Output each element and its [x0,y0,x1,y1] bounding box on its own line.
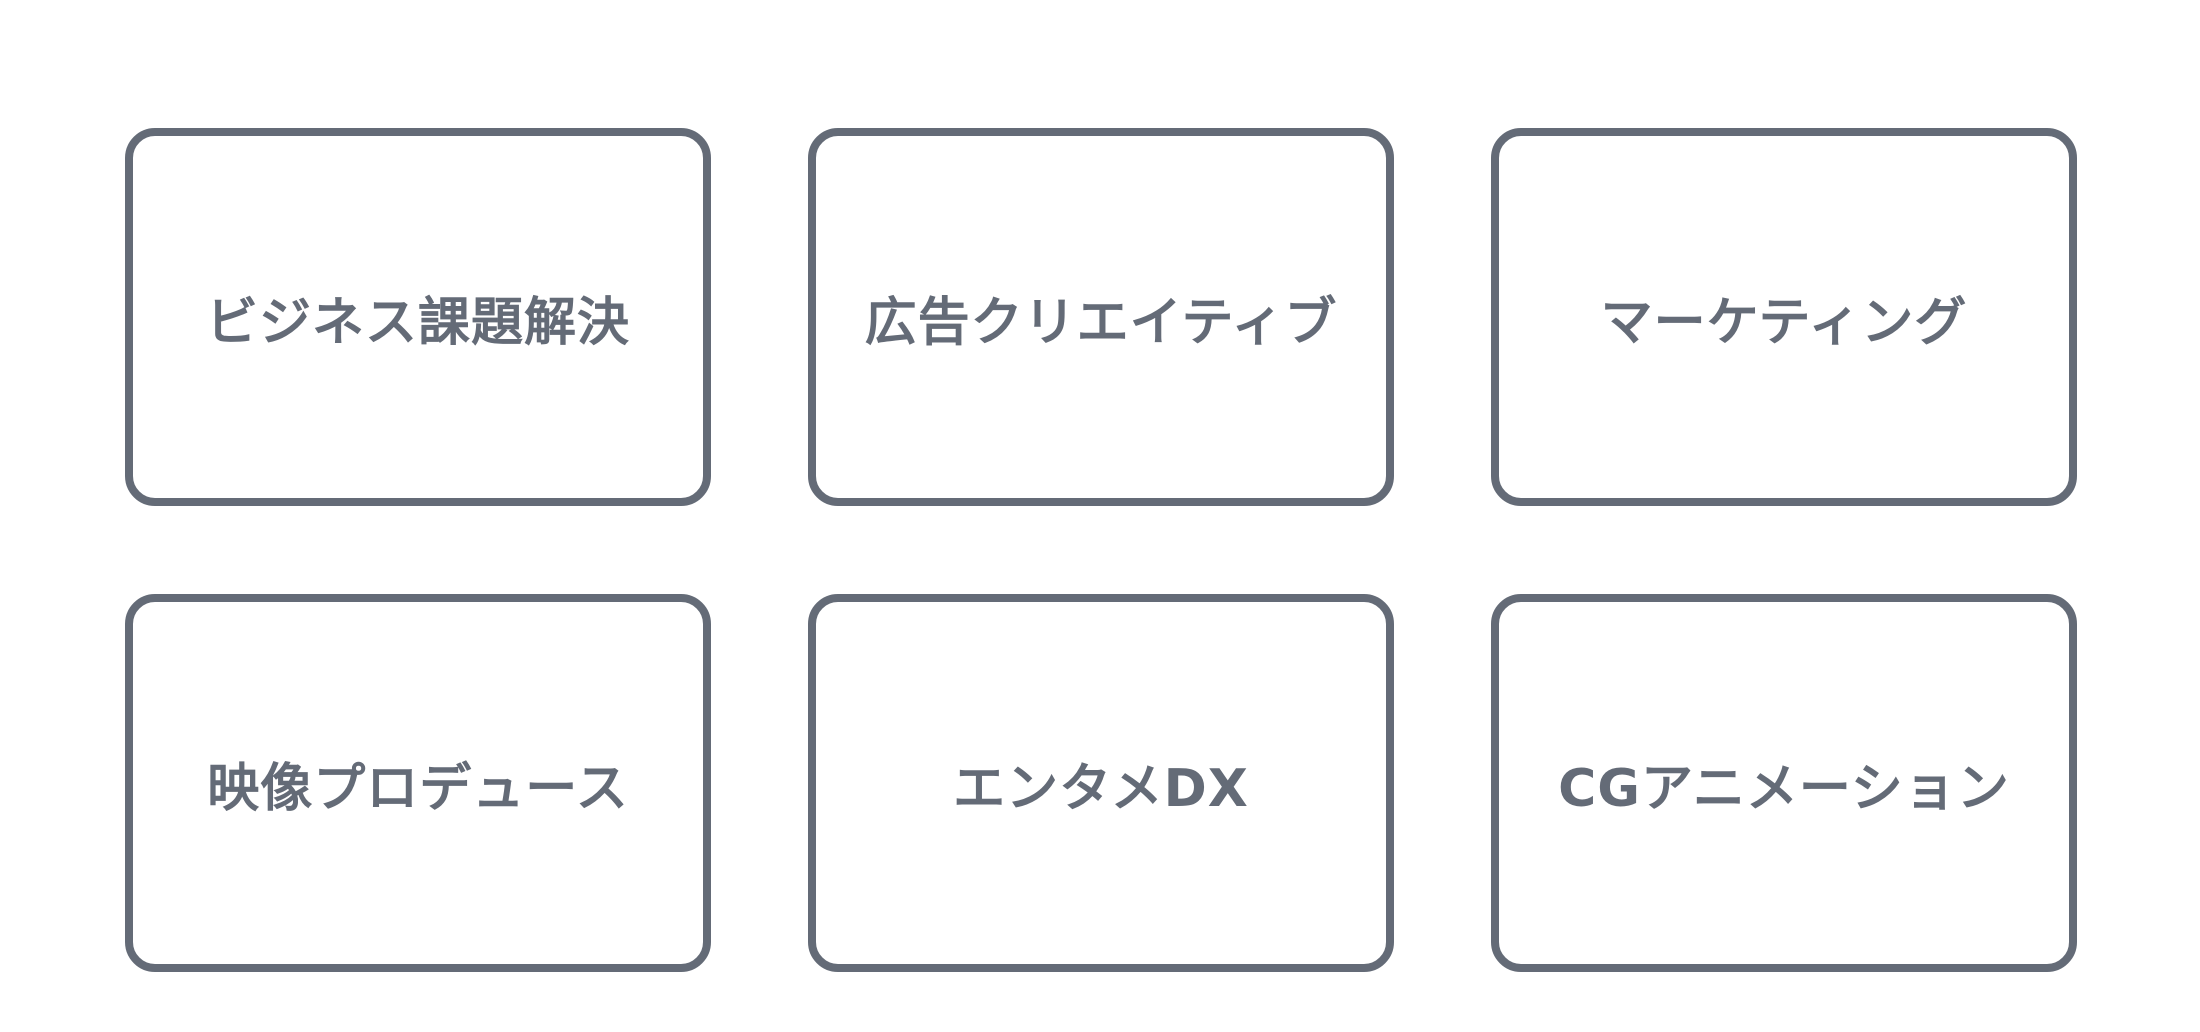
service-card-grid: ビジネス課題解決 広告クリエイティブ マーケティング 映像プロデュース エンタメ… [125,128,2077,972]
card-label: エンタメDX [953,758,1249,819]
card-ad-creative[interactable]: 広告クリエイティブ [808,128,1394,506]
card-label: 広告クリエイティブ [864,292,1338,353]
card-business-solution[interactable]: ビジネス課題解決 [125,128,711,506]
card-label: CGアニメーション [1558,758,2010,819]
card-entertainment-dx[interactable]: エンタメDX [808,594,1394,972]
card-cg-animation[interactable]: CGアニメーション [1491,594,2077,972]
card-label: ビジネス課題解決 [205,292,630,353]
card-label: 映像プロデュース [207,758,629,819]
card-label: マーケティング [1600,292,1968,353]
card-video-produce[interactable]: 映像プロデュース [125,594,711,972]
card-marketing[interactable]: マーケティング [1491,128,2077,506]
